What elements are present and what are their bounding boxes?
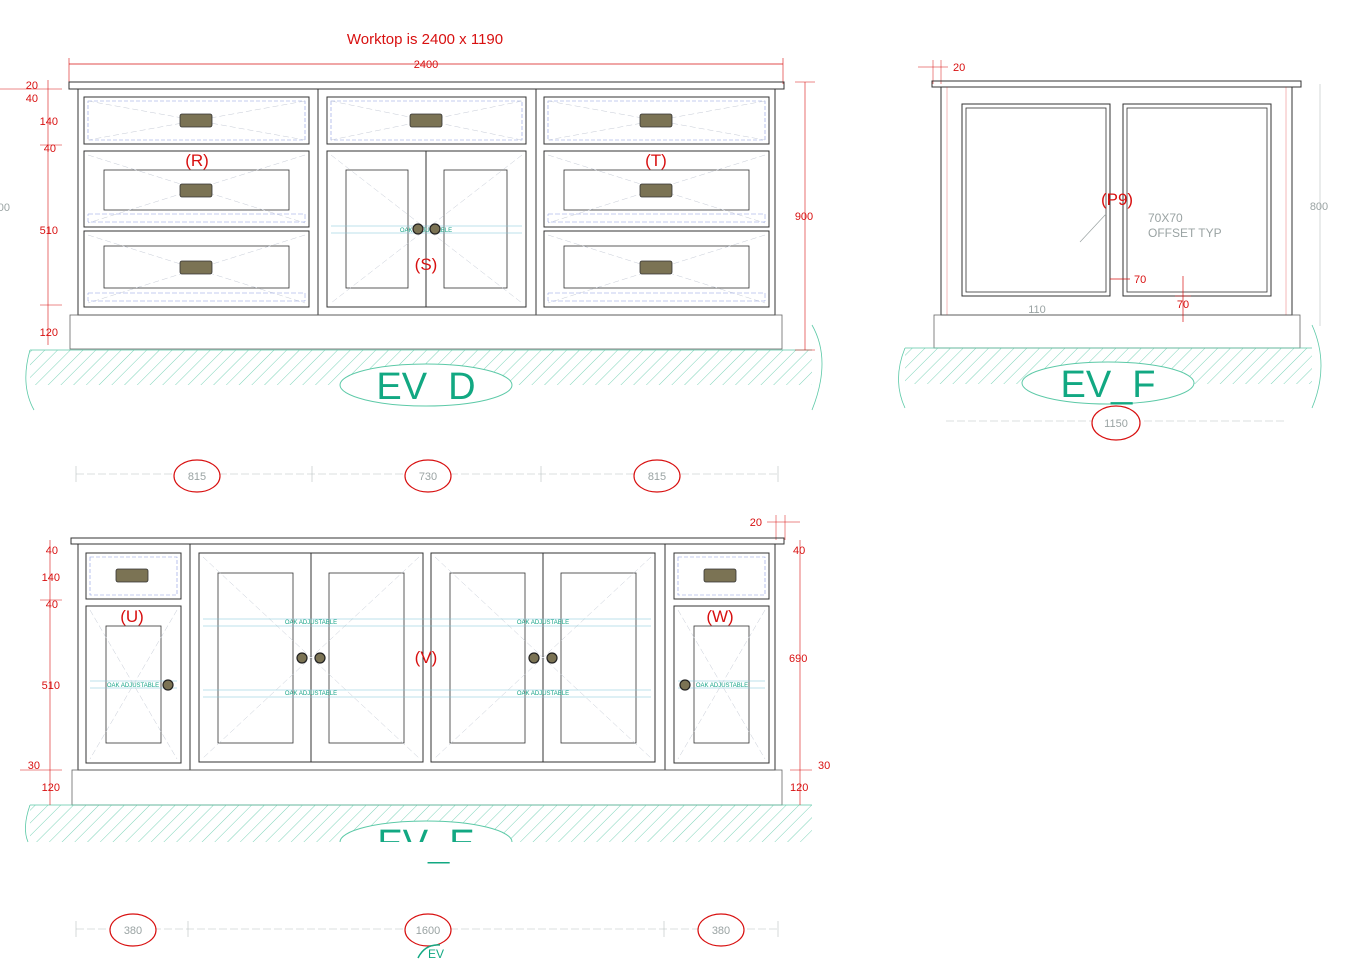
side-panel-left	[961, 103, 1111, 297]
ev-e-left-dim: 510	[42, 680, 60, 692]
ev-d-dim: 00	[0, 202, 10, 214]
ev-e-left-dim: 140	[42, 572, 60, 584]
drawer-front	[83, 230, 310, 308]
ev-d-dim: 20	[26, 80, 38, 92]
side-panel-right	[1122, 103, 1272, 297]
cup-handle	[703, 568, 737, 583]
ev-d-label-bubble	[339, 363, 513, 407]
ev-d-label: EV D	[376, 366, 475, 408]
shelf-label: OAK ADJUSTABLE	[517, 691, 569, 697]
drawer-front	[83, 96, 310, 145]
knob	[296, 652, 308, 664]
bay-width: 380	[712, 925, 730, 937]
elevation-d: 2400	[0, 58, 823, 493]
shelf-label: OAK ADJUSTABLE	[400, 228, 452, 234]
cup-handle	[179, 183, 213, 198]
bay-width: 1600	[416, 925, 440, 937]
ev-d-dim: 40	[44, 143, 56, 155]
cup-handle	[179, 113, 213, 128]
drawer-front	[543, 96, 770, 145]
bottom-dim: 70	[1177, 299, 1189, 311]
door	[542, 552, 656, 763]
ev-e-left-dim: 30	[28, 760, 40, 772]
ev-d-dim: 120	[40, 327, 58, 339]
knob	[162, 679, 174, 691]
drawer-front	[543, 230, 770, 308]
bay-width: 380	[124, 925, 142, 937]
ev-d-dim: 40	[26, 93, 38, 105]
knob	[679, 679, 691, 691]
ev-d-height: 900	[795, 211, 813, 223]
knob	[412, 223, 424, 235]
door	[430, 552, 544, 763]
shelf-label: OAK ADJUSTABLE	[696, 683, 748, 689]
ev-d-overall-width: 2400	[414, 59, 438, 71]
door	[310, 552, 424, 763]
bay-width: 815	[188, 471, 206, 483]
elevation-f: 20 EV_F (P9) 70X70 OFFSET TYP 70 70 110 …	[898, 60, 1328, 441]
shelf-label: OAK ADJUSTABLE	[517, 620, 569, 626]
shelf-label: OAK ADJUSTABLE	[107, 683, 159, 689]
shelf-label: OAK ADJUSTABLE	[285, 620, 337, 626]
drawer-front	[83, 150, 310, 228]
ev-e-left-dim: 40	[46, 545, 58, 557]
door-right	[425, 150, 527, 308]
ev-e-right-dim: 690	[789, 653, 807, 665]
cup-handle	[409, 113, 443, 128]
ev-d-dim: 510	[40, 225, 58, 237]
cup-handle	[639, 183, 673, 198]
drawer-front	[326, 96, 527, 145]
plinth-dim: 110	[1028, 304, 1046, 316]
drawer-front	[543, 150, 770, 228]
unit-tag-w: (W)	[706, 607, 733, 626]
ev-e-right-dim: 120	[790, 782, 808, 794]
ev-f-label: EV_F	[1060, 364, 1155, 406]
door	[85, 605, 182, 764]
door	[198, 552, 312, 763]
unit-tag-t: (T)	[645, 151, 667, 170]
drawer-front	[85, 552, 182, 600]
unit-tag-r: (R)	[185, 151, 209, 170]
shelf-label: OAK ADJUSTABLE	[285, 691, 337, 697]
offset-note-1: 70X70	[1148, 211, 1183, 225]
knob	[528, 652, 540, 664]
cup-handle	[639, 113, 673, 128]
ev-e-right-dim: 30	[818, 760, 830, 772]
partial-ev-tag: EV	[428, 947, 444, 961]
knob	[546, 652, 558, 664]
unit-tag-v: (V)	[415, 648, 438, 667]
drawer-front	[673, 552, 770, 600]
gap-dim: 70	[1134, 274, 1146, 286]
ev-e-right-dim: 40	[793, 545, 805, 557]
ev-f-height: 800	[1310, 201, 1328, 213]
ev-d-dim: 140	[40, 116, 58, 128]
ev-e-left-dim: 120	[42, 782, 60, 794]
elevation-e: 20 OAK ADJUSTABLE OAK ADJUSTA	[20, 515, 830, 961]
ev-f-top-dim: 20	[953, 62, 965, 74]
panel-tag: (P9)	[1101, 190, 1133, 209]
ev-f-overall-width: 1150	[1104, 418, 1128, 430]
unit-tag-s: (S)	[415, 255, 438, 274]
cup-handle	[115, 568, 149, 583]
offset-note-2: OFFSET TYP	[1148, 226, 1222, 240]
knob	[429, 223, 441, 235]
knob	[314, 652, 326, 664]
bay-width: 815	[648, 471, 666, 483]
ev-e-top-dim: 20	[750, 517, 762, 529]
cup-handle	[639, 260, 673, 275]
bay-width: 730	[419, 471, 437, 483]
ev-e-left-dim: 40	[46, 599, 58, 611]
unit-tag-u: (U)	[120, 607, 144, 626]
cup-handle	[179, 260, 213, 275]
door	[673, 605, 770, 764]
worktop-title: Worktop is 2400 x 1190	[347, 31, 503, 48]
